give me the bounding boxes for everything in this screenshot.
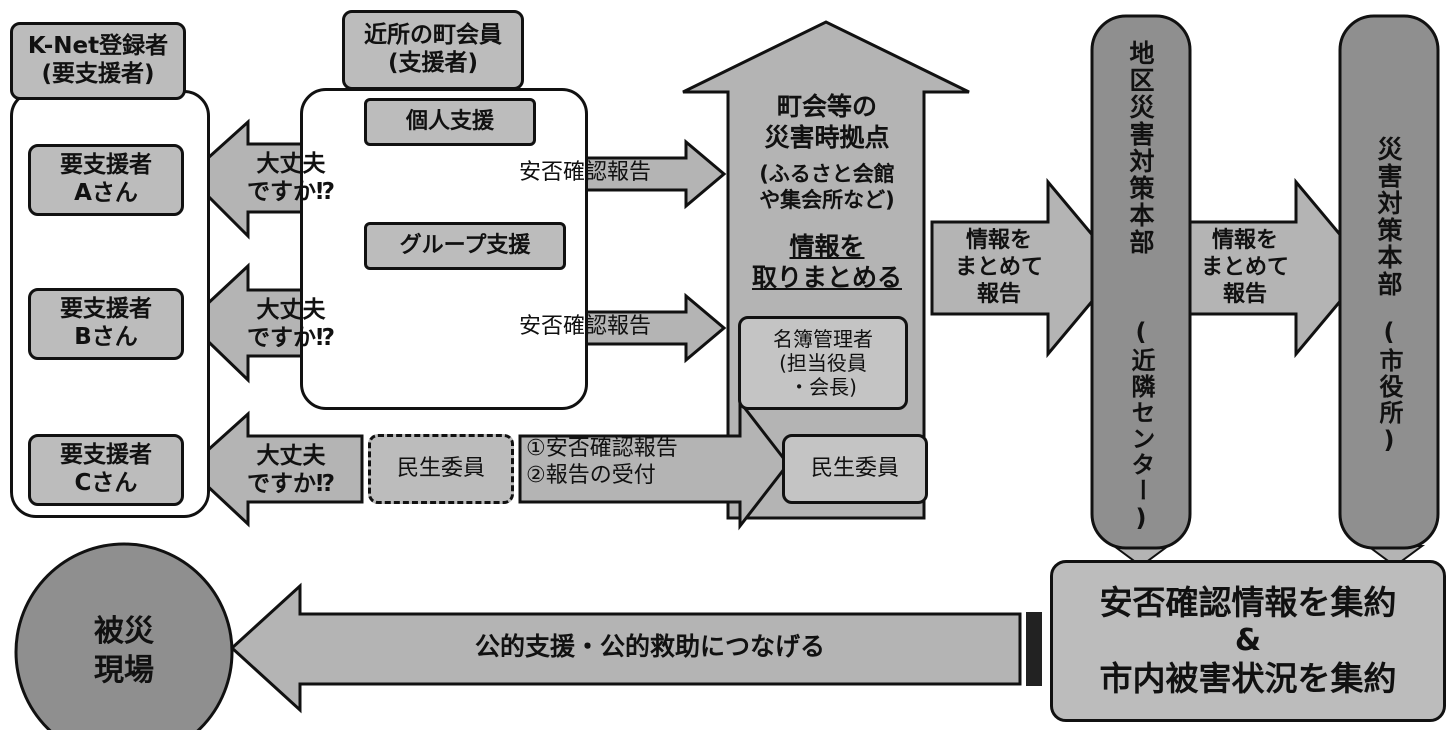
city-hq-column <box>1338 14 1440 550</box>
individual-support-label: 個人支援 <box>364 98 536 146</box>
aggregate-line-1: 安否確認情報を集約 <box>1099 583 1397 623</box>
members-header: 近所の町会員 (支援者) <box>342 10 524 90</box>
ask-arrow-c <box>185 410 364 528</box>
group-support-label: グループ支援 <box>364 222 566 270</box>
registrants-header: K-Net登録者 (要支援者) <box>10 22 186 100</box>
ask-text-b: 大丈夫 ですか⁉ <box>246 297 336 352</box>
district-hq-label: 地区災害対策本部 <box>1126 40 1155 256</box>
report-arrow-c <box>518 397 790 531</box>
public-support-label: 公的支援・公的救助につなげる <box>474 632 825 661</box>
aggregate-box: 安否確認情報を集約 & 市内被害状況を集約 <box>1050 560 1446 722</box>
report-text-b: 安否確認報告 <box>518 314 651 339</box>
roster-manager-box: 名簿管理者 (担当役員 ・会長) <box>738 316 908 410</box>
arrow-to-district <box>930 177 1122 359</box>
arrow-to-city <box>1176 177 1370 359</box>
registrant-a-box: 要支援者 Aさん <box>28 144 184 216</box>
base-title: 町会等の 災害時拠点 <box>764 92 890 152</box>
district-hq-sublabel: (近隣センター) <box>1127 318 1155 534</box>
report-text-a: 安否確認報告 <box>518 160 651 185</box>
report-text-c: ①安否確認報告 ②報告の受付 <box>526 436 678 488</box>
city-hq-sublabel: (市役所) <box>1375 318 1403 456</box>
aggregate-line-2: & <box>1234 623 1262 658</box>
district-hq-column <box>1090 14 1192 550</box>
public-support-arrow <box>229 582 1022 714</box>
minsei-left-box: 民生委員 <box>368 434 514 504</box>
ask-text-a: 大丈夫 ですか⁉ <box>246 151 336 206</box>
base-subtitle: (ふるさと会館 や集会所など) <box>759 162 895 212</box>
minsei-right-box: 民生委員 <box>782 434 928 504</box>
city-hq-label: 災害対策本部 <box>1374 136 1403 298</box>
ask-text-c: 大丈夫 ですか⁉ <box>246 443 336 498</box>
arrow-tail-bar <box>1026 612 1042 686</box>
registrant-c-box: 要支援者 Cさん <box>28 434 184 506</box>
aggregate-line-3: 市内被害状況を集約 <box>1099 659 1397 698</box>
registrant-b-box: 要支援者 Bさん <box>28 288 184 360</box>
report-flow-label-1: 情報を まとめて 報告 <box>954 228 1043 307</box>
base-compile-label: 情報を 取りまとめる <box>751 232 902 292</box>
disaster-site-label: 被災 現場 <box>94 614 154 688</box>
disaster-site-circle <box>14 542 234 730</box>
report-flow-label-2: 情報を まとめて 報告 <box>1200 228 1289 307</box>
